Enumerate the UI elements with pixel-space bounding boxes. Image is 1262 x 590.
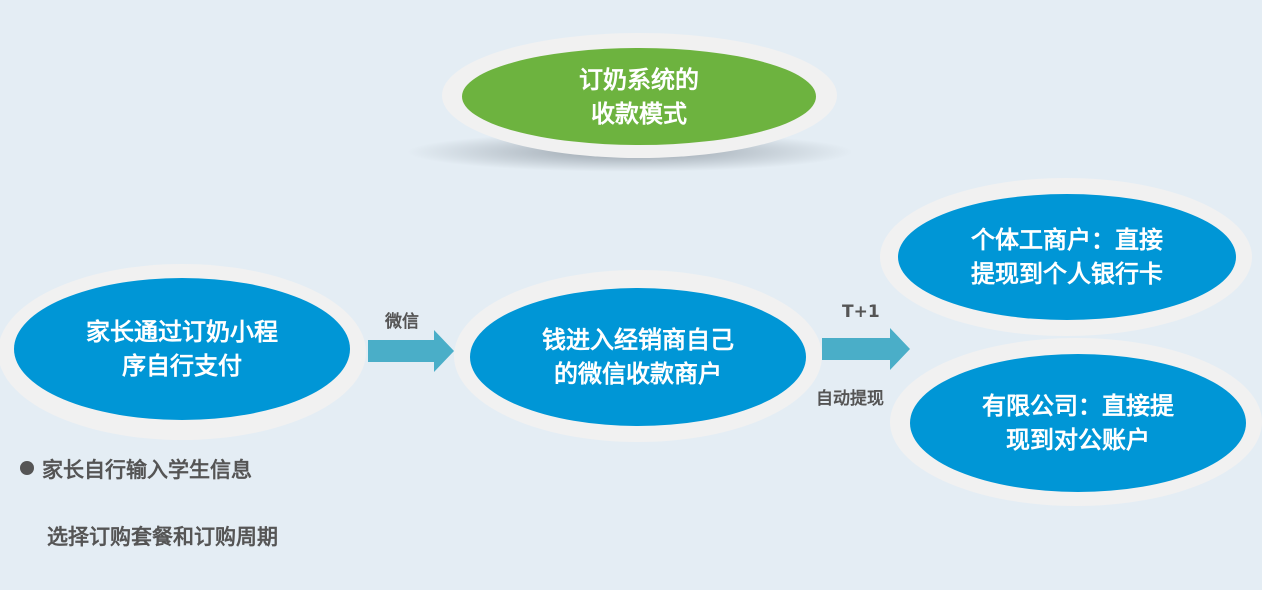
node-line: 有限公司：直接提 [982, 392, 1174, 420]
node-line: 现到对公账户 [1006, 426, 1150, 454]
title-line2: 收款模式 [591, 99, 687, 128]
node-line: 钱进入经销商自己 [542, 326, 734, 354]
company-node: 有限公司：直接提现到对公账户 [910, 354, 1246, 492]
parent-pay-node: 家长通过订奶小程序自行支付 [14, 278, 350, 420]
note-line1: 家长自行输入学生信息 [42, 458, 252, 482]
node-line: 家长通过订奶小程 [86, 318, 278, 346]
arrow-right-icon [368, 330, 454, 372]
title-node: 订奶系统的收款模式 [462, 48, 816, 145]
node-line: 个体工商户：直接 [971, 226, 1163, 254]
node-line: 提现到个人银行卡 [971, 260, 1163, 288]
edge-label-wechat: 微信 [385, 312, 419, 332]
title-line1: 订奶系统的 [579, 65, 699, 94]
arrow-right-icon [822, 328, 910, 370]
merchant-node: 钱进入经销商自己的微信收款商户 [470, 288, 806, 426]
node-line: 的微信收款商户 [554, 360, 722, 388]
bullet-icon [20, 461, 34, 475]
note-line2: 选择订购套餐和订购周期 [47, 525, 278, 549]
edge-label-t1: T+1 [842, 302, 880, 322]
node-line: 序自行支付 [122, 352, 242, 380]
edge-label-auto: 自动提现 [816, 389, 884, 409]
individual-node: 个体工商户：直接提现到个人银行卡 [898, 194, 1236, 320]
